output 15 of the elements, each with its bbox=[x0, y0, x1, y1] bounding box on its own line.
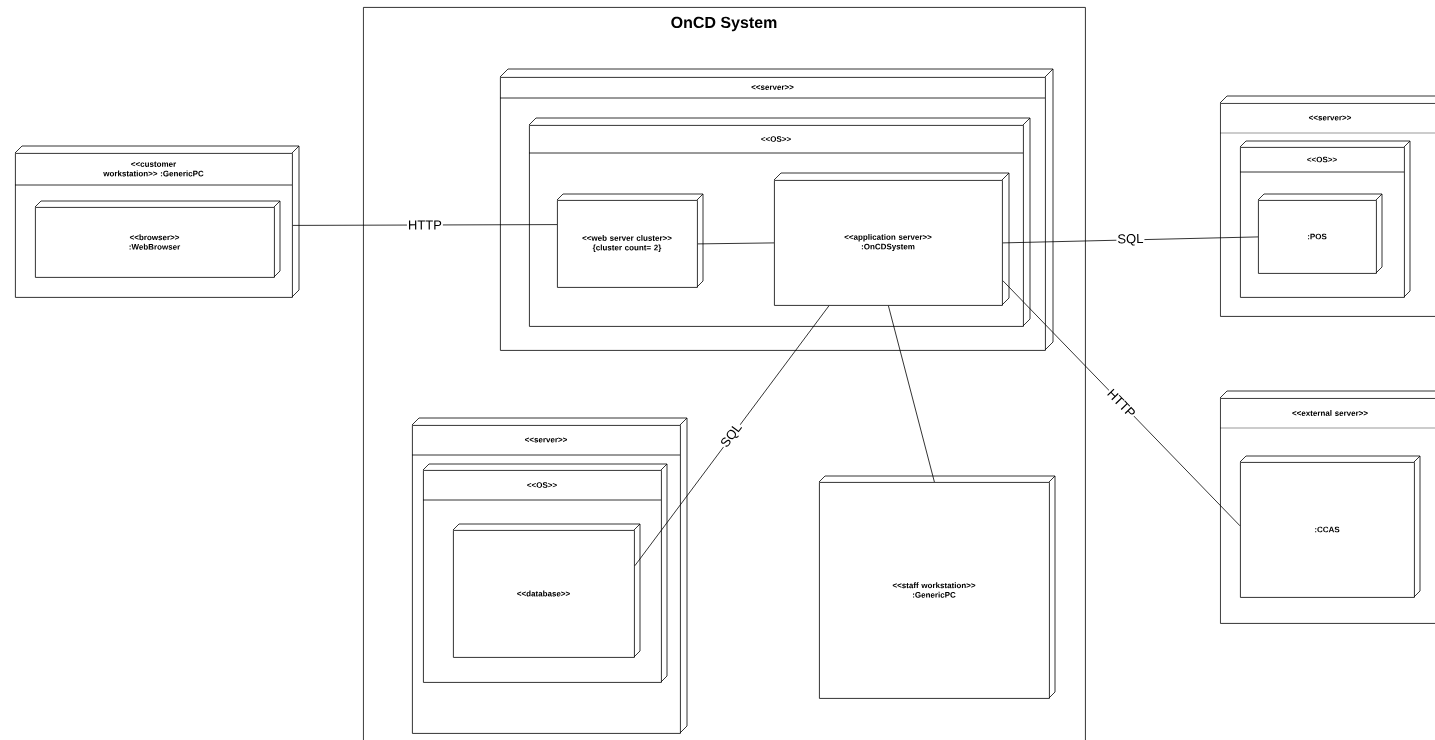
connector-line bbox=[888, 305, 935, 483]
edge-label: SQL bbox=[1116, 232, 1145, 247]
edge-label: HTTP bbox=[406, 219, 443, 231]
uml-node: <<staff workstation>> :GenericPC bbox=[818, 475, 1056, 699]
connector-line bbox=[1002, 236, 1259, 244]
uml-node: <<browser>> :WebBrowser bbox=[34, 200, 281, 278]
connector-line bbox=[634, 305, 830, 567]
connector-line bbox=[1002, 280, 1241, 527]
connector-line bbox=[697, 242, 775, 245]
uml-node: :POS bbox=[1257, 193, 1383, 274]
uml-node: :CCAS bbox=[1239, 455, 1421, 598]
uml-node: <<database>> bbox=[452, 523, 641, 658]
edge-label: SQL bbox=[718, 420, 746, 452]
uml-node: <<application server>> :OnCDSystem bbox=[773, 172, 1010, 306]
uml-node: <<web server cluster>> {cluster count= 2} bbox=[556, 193, 704, 288]
